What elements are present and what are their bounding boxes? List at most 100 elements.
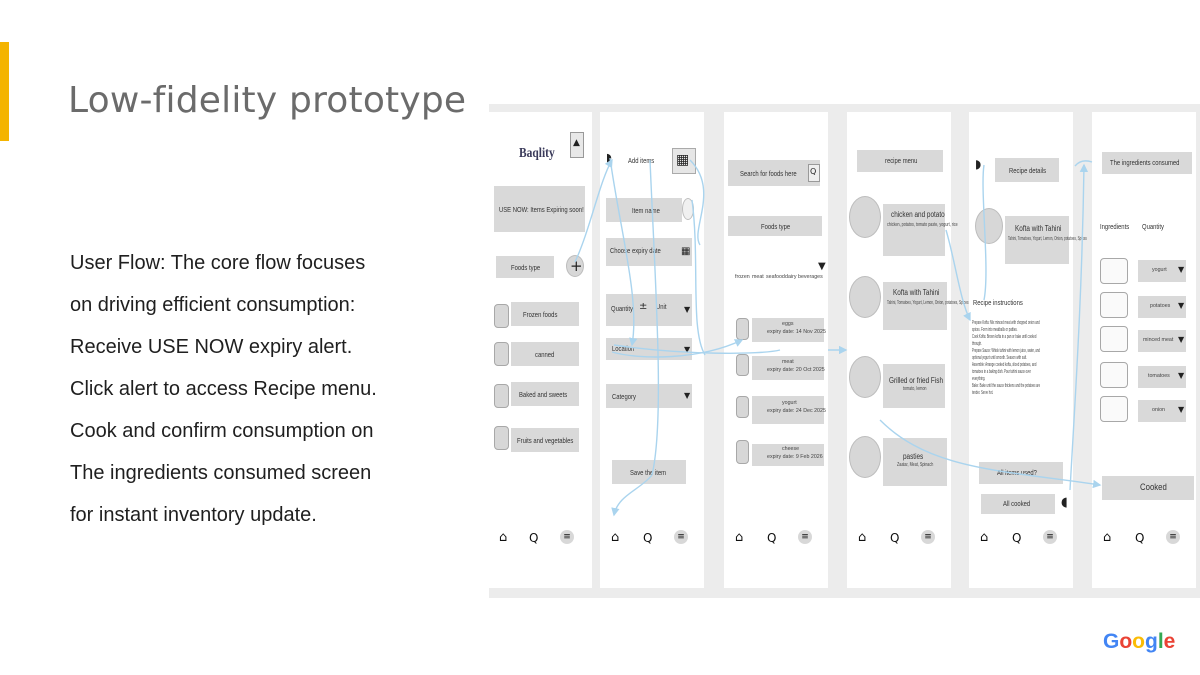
search-input[interactable]: Search for foods here Q xyxy=(728,160,820,186)
screen-ingredients-consumed: The ingredients consumed Ingredients Qua… xyxy=(1092,112,1196,588)
home-icon[interactable]: ⌂ xyxy=(499,530,508,545)
item-row[interactable]: eggs expiry date: 14 Nov 2025 xyxy=(752,318,826,342)
menu-icon[interactable]: ≡ xyxy=(1166,530,1180,544)
ingredient-checkbox[interactable] xyxy=(1100,292,1128,318)
category-checkbox[interactable] xyxy=(494,384,509,408)
menu-icon[interactable]: ≡ xyxy=(1043,530,1057,544)
mic-button[interactable] xyxy=(682,198,694,220)
search-icon[interactable]: Q xyxy=(1135,531,1145,545)
quantity-dropdown[interactable]: tomatoes ▼ xyxy=(1138,366,1186,388)
qr-scan-button[interactable]: ▦ xyxy=(672,148,696,174)
foods-type-filter[interactable]: Foods type xyxy=(728,216,822,236)
menu-icon[interactable]: ≡ xyxy=(674,530,688,544)
home-icon[interactable]: ⌂ xyxy=(1103,530,1112,545)
recipe-instructions: Prepare Kofta: Mix minced meat with chop… xyxy=(972,320,1070,438)
menu-icon[interactable]: ≡ xyxy=(921,530,935,544)
calendar-icon[interactable]: ▦ xyxy=(681,246,691,257)
ingredient-checkbox[interactable] xyxy=(1100,396,1128,422)
flow-line: User Flow: The core flow focuses xyxy=(70,252,366,274)
cooked-button[interactable]: Cooked xyxy=(1102,476,1194,500)
app-logo: Baqlity xyxy=(519,146,555,161)
item-row[interactable]: meat expiry date: 20 Oct 2025 xyxy=(752,356,825,380)
item-checkbox[interactable] xyxy=(736,318,749,340)
item-name-field[interactable]: Item name xyxy=(606,198,682,222)
category-dropdown[interactable]: Category ▼ xyxy=(606,384,692,408)
search-icon[interactable]: Q xyxy=(529,531,539,545)
add-button[interactable]: + xyxy=(566,255,584,277)
foods-type-dropdown[interactable]: Foods type xyxy=(496,256,554,278)
recipe-ingredients: Tahini, Tomatoes, Yogurt, Lemon, Onion, … xyxy=(1008,236,1087,242)
category-checkbox[interactable] xyxy=(494,342,509,366)
recipe-card[interactable]: chicken and potato chicken, potatos, tom… xyxy=(883,204,958,256)
category-checkbox[interactable] xyxy=(494,426,509,450)
search-button[interactable] xyxy=(808,164,820,182)
recipe-card[interactable]: Kofta with Tahini Tahini, Tomatoes, Yogu… xyxy=(883,282,969,330)
use-now-alert[interactable]: USE NOW: Items Expiring soon! xyxy=(494,186,585,232)
home-icon[interactable]: ⌂ xyxy=(735,530,744,545)
filter-chip[interactable]: meat xyxy=(752,274,764,280)
category-checkbox[interactable] xyxy=(494,304,509,328)
item-checkbox[interactable] xyxy=(736,396,749,418)
chevron-down-icon[interactable]: ▼ xyxy=(684,391,691,400)
home-icon[interactable]: ⌂ xyxy=(980,530,989,545)
home-icon[interactable]: ⌂ xyxy=(858,530,867,545)
field-label: Location xyxy=(612,344,635,353)
back-arrow-icon[interactable]: ◖ xyxy=(1061,495,1068,510)
filter-chip[interactable]: seafood xyxy=(766,274,785,280)
search-icon[interactable]: Q xyxy=(1012,531,1022,545)
screen-title: The ingredients consumed xyxy=(1110,158,1180,167)
instruction-line: tender. Serve hot. xyxy=(972,390,994,396)
logo-letter: g xyxy=(1145,630,1158,653)
recipe-thumbnail xyxy=(849,436,881,478)
unit-label: Unit xyxy=(656,302,667,311)
item-checkbox[interactable] xyxy=(736,354,749,376)
search-icon[interactable]: Q xyxy=(767,531,777,545)
notification-button[interactable]: ▲ xyxy=(570,132,584,158)
filter-chip[interactable]: beverages xyxy=(798,274,823,280)
all-cooked-button[interactable]: All cooked xyxy=(981,494,1055,514)
chevron-down-icon[interactable]: ▼ xyxy=(684,345,691,354)
quantity-dropdown[interactable]: minced meat ▼ xyxy=(1138,330,1186,352)
item-row[interactable]: yogurt expiry date: 24 Dec 2025 xyxy=(752,396,826,424)
google-logo: Google xyxy=(1103,630,1175,654)
ingredient-checkbox[interactable] xyxy=(1100,362,1128,388)
filter-icon[interactable]: ▼ xyxy=(818,261,826,272)
instruction-line: Prepare Kofta: Mix minced meat with chop… xyxy=(972,320,1040,326)
home-icon[interactable]: ⌂ xyxy=(611,530,620,545)
back-icon[interactable]: ◗ xyxy=(606,151,612,164)
screen-search: Search for foods here Q Foods type froze… xyxy=(724,112,828,588)
prompt-text: All items used? xyxy=(997,468,1037,477)
quantity-dropdown[interactable]: yogurt ▼ xyxy=(1138,260,1186,282)
screen-title: Recipe details xyxy=(1009,166,1047,175)
recipe-name: chicken and potato xyxy=(891,210,945,219)
item-name: meat xyxy=(782,359,794,365)
category-item-frozen[interactable]: Frozen foods xyxy=(511,302,579,326)
item-row[interactable]: cheese expiry date: 9 Feb 2026 xyxy=(752,444,824,466)
ingredient-checkbox[interactable] xyxy=(1100,258,1128,284)
save-item-button[interactable]: Save the item xyxy=(612,460,686,484)
search-icon[interactable]: Q xyxy=(890,531,900,545)
filter-chip[interactable]: frozen xyxy=(735,274,750,280)
expiry-date-field[interactable]: Choose expiry date ▦ xyxy=(606,238,692,266)
plus-minus-icon[interactable]: ± xyxy=(639,301,648,312)
menu-icon[interactable]: ≡ xyxy=(560,530,574,544)
location-dropdown[interactable]: Location ▼ xyxy=(606,338,692,360)
instruction-line: Cook Kofta: Brown kofta in a pan or bake… xyxy=(972,334,1037,340)
quantity-unit-row[interactable]: Quantity ± Unit ▼ xyxy=(606,294,692,326)
category-item-canned[interactable]: canned xyxy=(511,342,579,366)
recipe-card[interactable]: Grilled or fried Fish tomato, lemon xyxy=(883,364,945,408)
back-icon[interactable]: ◗ xyxy=(975,157,982,171)
quantity-label: Quantity xyxy=(611,304,633,313)
recipe-card[interactable]: pasties Zaatar, Meat, Spinach xyxy=(883,438,947,486)
chevron-down-icon[interactable]: ▼ xyxy=(684,305,691,314)
category-item-baked[interactable]: Baked and sweets xyxy=(511,382,579,406)
quantity-dropdown[interactable]: potatoes ▼ xyxy=(1138,296,1186,318)
filter-chip[interactable]: dairy xyxy=(785,274,797,280)
category-item-fruits[interactable]: Fruits and vegetables xyxy=(511,428,579,452)
item-checkbox[interactable] xyxy=(736,440,749,464)
menu-icon[interactable]: ≡ xyxy=(798,530,812,544)
quantity-dropdown[interactable]: onion ▼ xyxy=(1138,400,1186,422)
recipe-details-header: Recipe details xyxy=(995,158,1059,182)
search-icon[interactable]: Q xyxy=(643,531,653,545)
ingredient-checkbox[interactable] xyxy=(1100,326,1128,352)
